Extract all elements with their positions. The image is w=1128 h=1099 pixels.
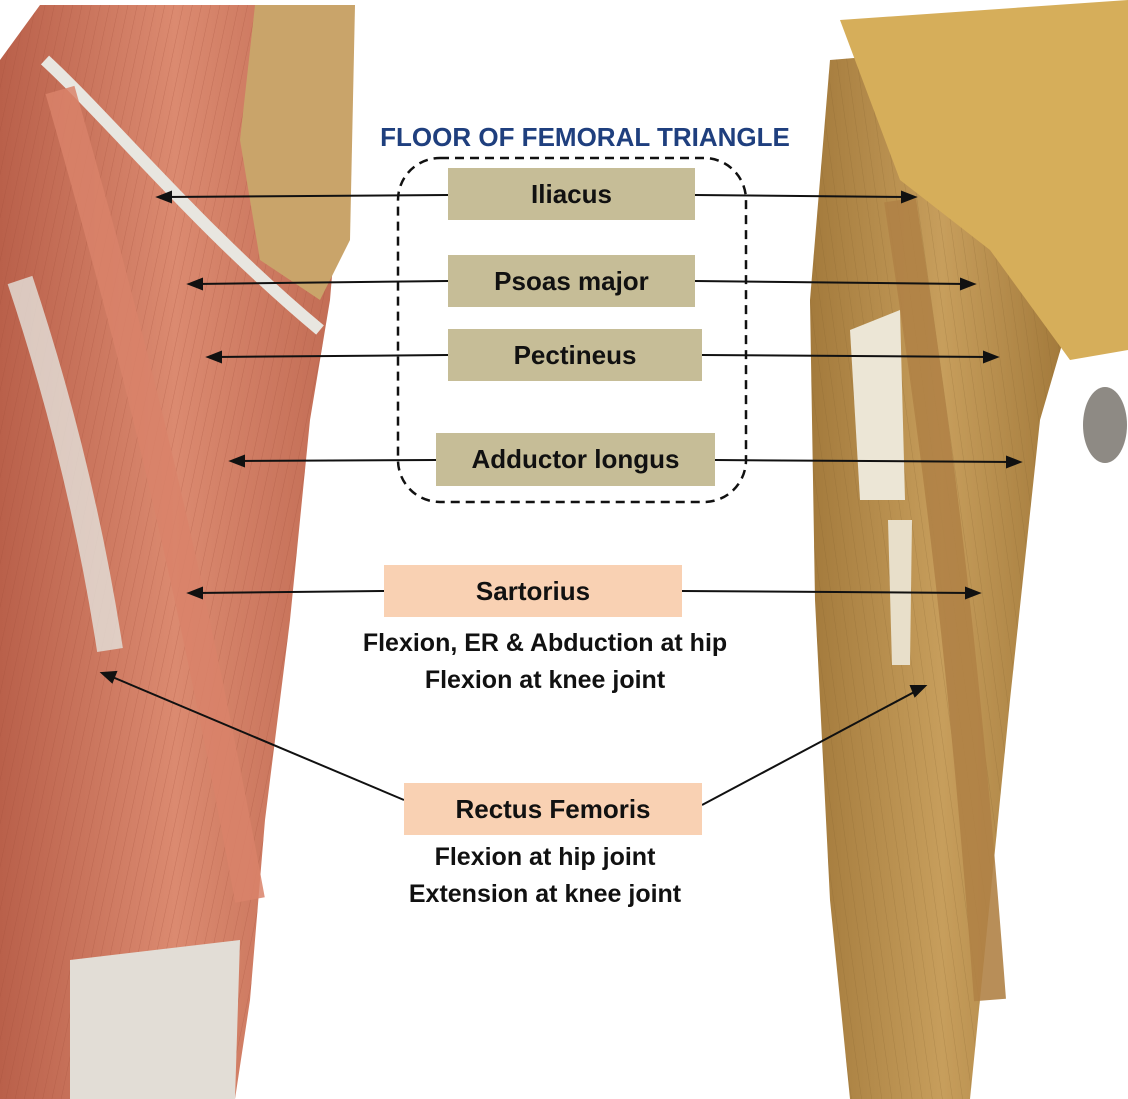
illustrated-thigh — [0, 5, 355, 1099]
label-psoas-major: Psoas major — [448, 255, 695, 307]
rectus-femoris-action-hip: Flexion at hip joint — [370, 839, 720, 876]
rectus-femoris-actions: Flexion at hip joint Extension at knee j… — [370, 839, 720, 913]
diagram-title: FLOOR OF FEMORAL TRIANGLE — [360, 122, 810, 153]
sartorius-actions: Flexion, ER & Abduction at hip Flexion a… — [335, 625, 755, 699]
rectus-femoris-action-knee: Extension at knee joint — [370, 876, 720, 913]
label-iliacus: Iliacus — [448, 168, 695, 220]
cadaver-femoral-vessels — [1083, 387, 1127, 463]
cadaver-thigh — [810, 0, 1128, 1099]
sartorius-action-hip: Flexion, ER & Abduction at hip — [335, 625, 755, 662]
label-adductor-longus: Adductor longus — [436, 433, 715, 486]
label-rectus-femoris: Rectus Femoris — [404, 783, 702, 835]
sartorius-action-knee: Flexion at knee joint — [335, 662, 755, 699]
label-pectineus: Pectineus — [448, 329, 702, 381]
illustrated-knee-tendon — [70, 940, 240, 1099]
label-sartorius: Sartorius — [384, 565, 682, 617]
